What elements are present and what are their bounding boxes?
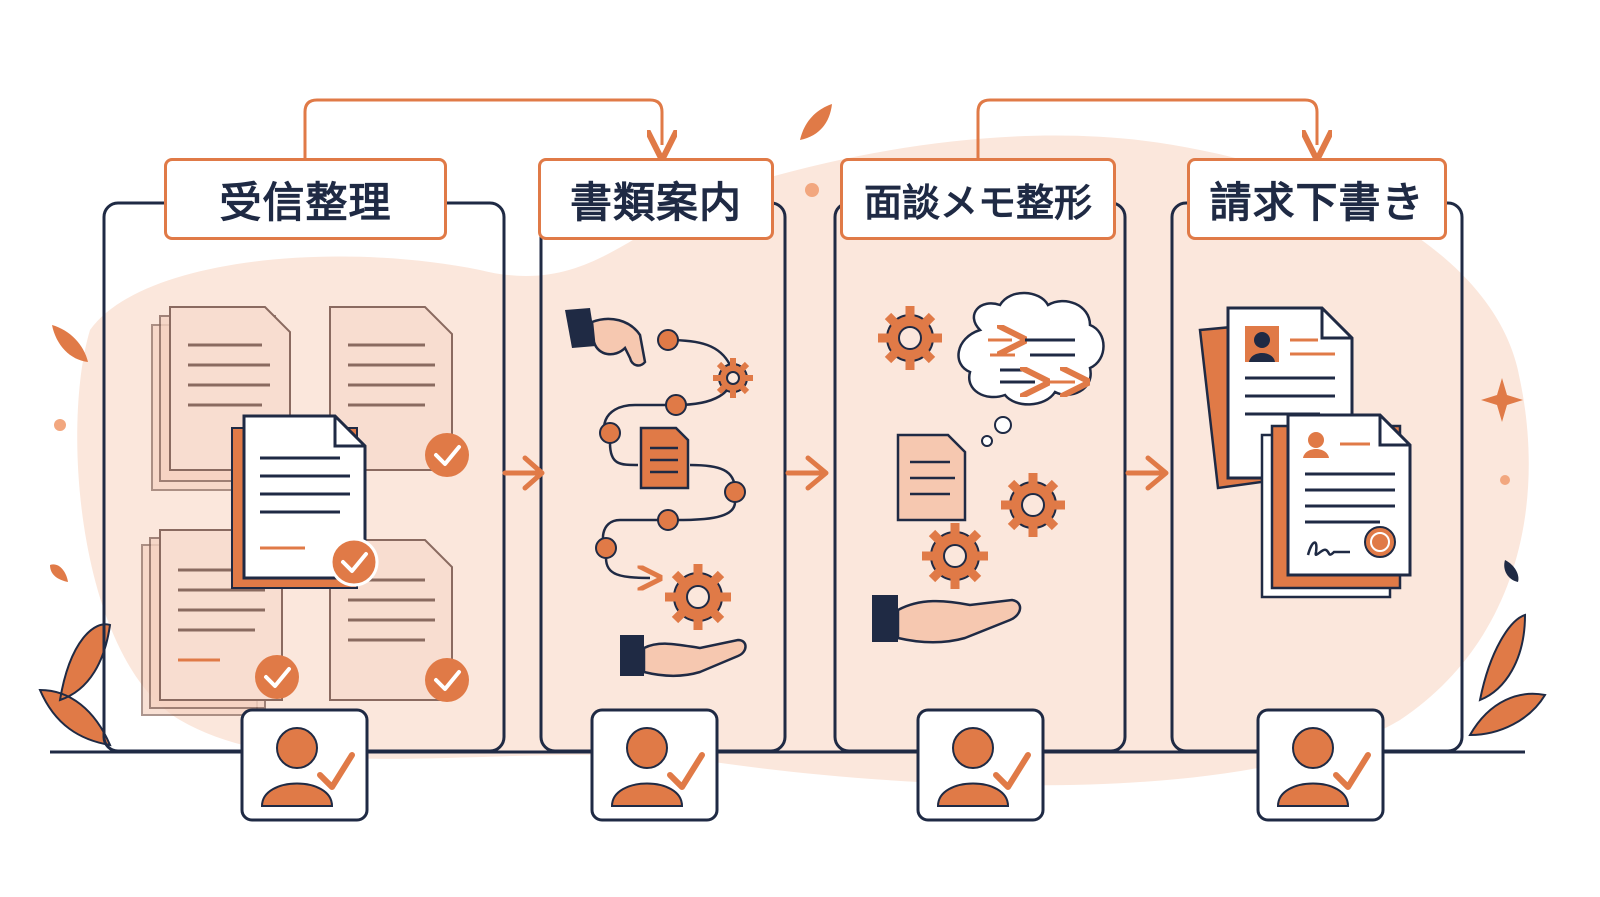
- step-title-4: 請求下書き: [1187, 158, 1447, 240]
- gear-thought-icon: [872, 291, 1105, 644]
- arrow-right-icon: [785, 455, 829, 491]
- person-check-icon: [590, 708, 719, 822]
- dot-decoration: [1500, 475, 1510, 485]
- plant-left-icon: [38, 623, 112, 747]
- step-title-1: 受信整理: [164, 158, 447, 240]
- person-check-icon: [1256, 708, 1385, 822]
- leaf-icon: [800, 104, 832, 140]
- leaf-icon: [52, 325, 88, 362]
- dot-decoration: [54, 419, 66, 431]
- person-check-icon: [240, 708, 369, 822]
- documents-check-icon: [141, 306, 469, 716]
- person-check-icon: [916, 708, 1045, 822]
- connector-arrow-top-1: [303, 98, 662, 160]
- leaf-icon: [50, 564, 68, 582]
- leaf-icon: [1504, 560, 1519, 582]
- arrow-right-icon: [502, 455, 545, 491]
- plant-right-icon: [1468, 613, 1547, 737]
- connector-arrow-top-2: [976, 98, 1317, 160]
- resume-signature-icon: [1198, 306, 1412, 599]
- sparkle-icon: [1481, 378, 1523, 422]
- step-title-2: 書類案内: [538, 158, 774, 240]
- arrow-right-icon: [1125, 455, 1169, 491]
- dot-decoration: [805, 183, 819, 197]
- step-title-3: 面談メモ整形: [840, 158, 1116, 240]
- hand-flow-icon: [565, 308, 753, 677]
